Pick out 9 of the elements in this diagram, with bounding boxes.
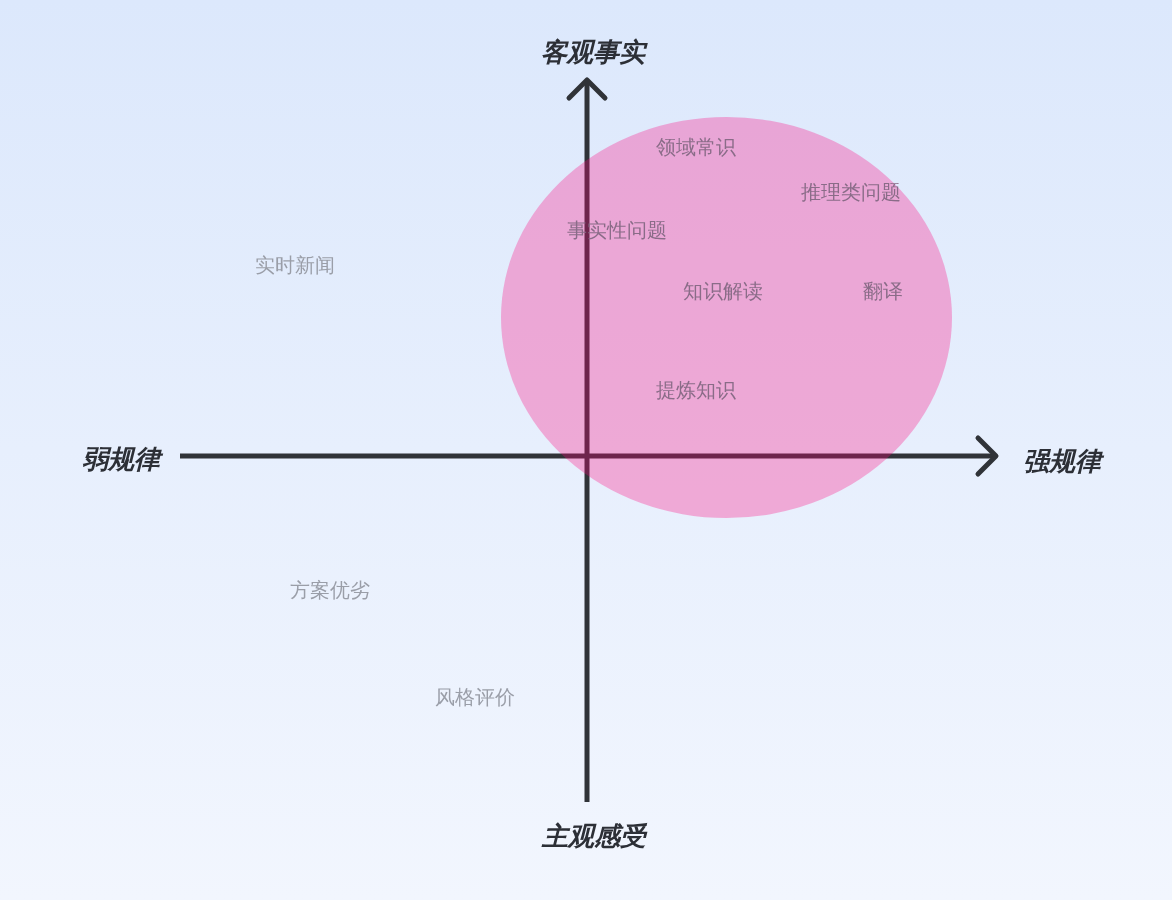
category-label: 知识解读 [683,279,763,303]
category-label: 翻译 [863,279,903,303]
category-label: 实时新闻 [255,253,335,277]
category-label: 方案优劣 [290,578,370,602]
category-label: 风格评价 [435,685,515,709]
axis-label: 主观感受 [542,821,646,851]
category-label: 推理类问题 [801,180,901,204]
category-label: 领域常识 [656,135,736,159]
category-label: 提炼知识 [656,378,736,402]
